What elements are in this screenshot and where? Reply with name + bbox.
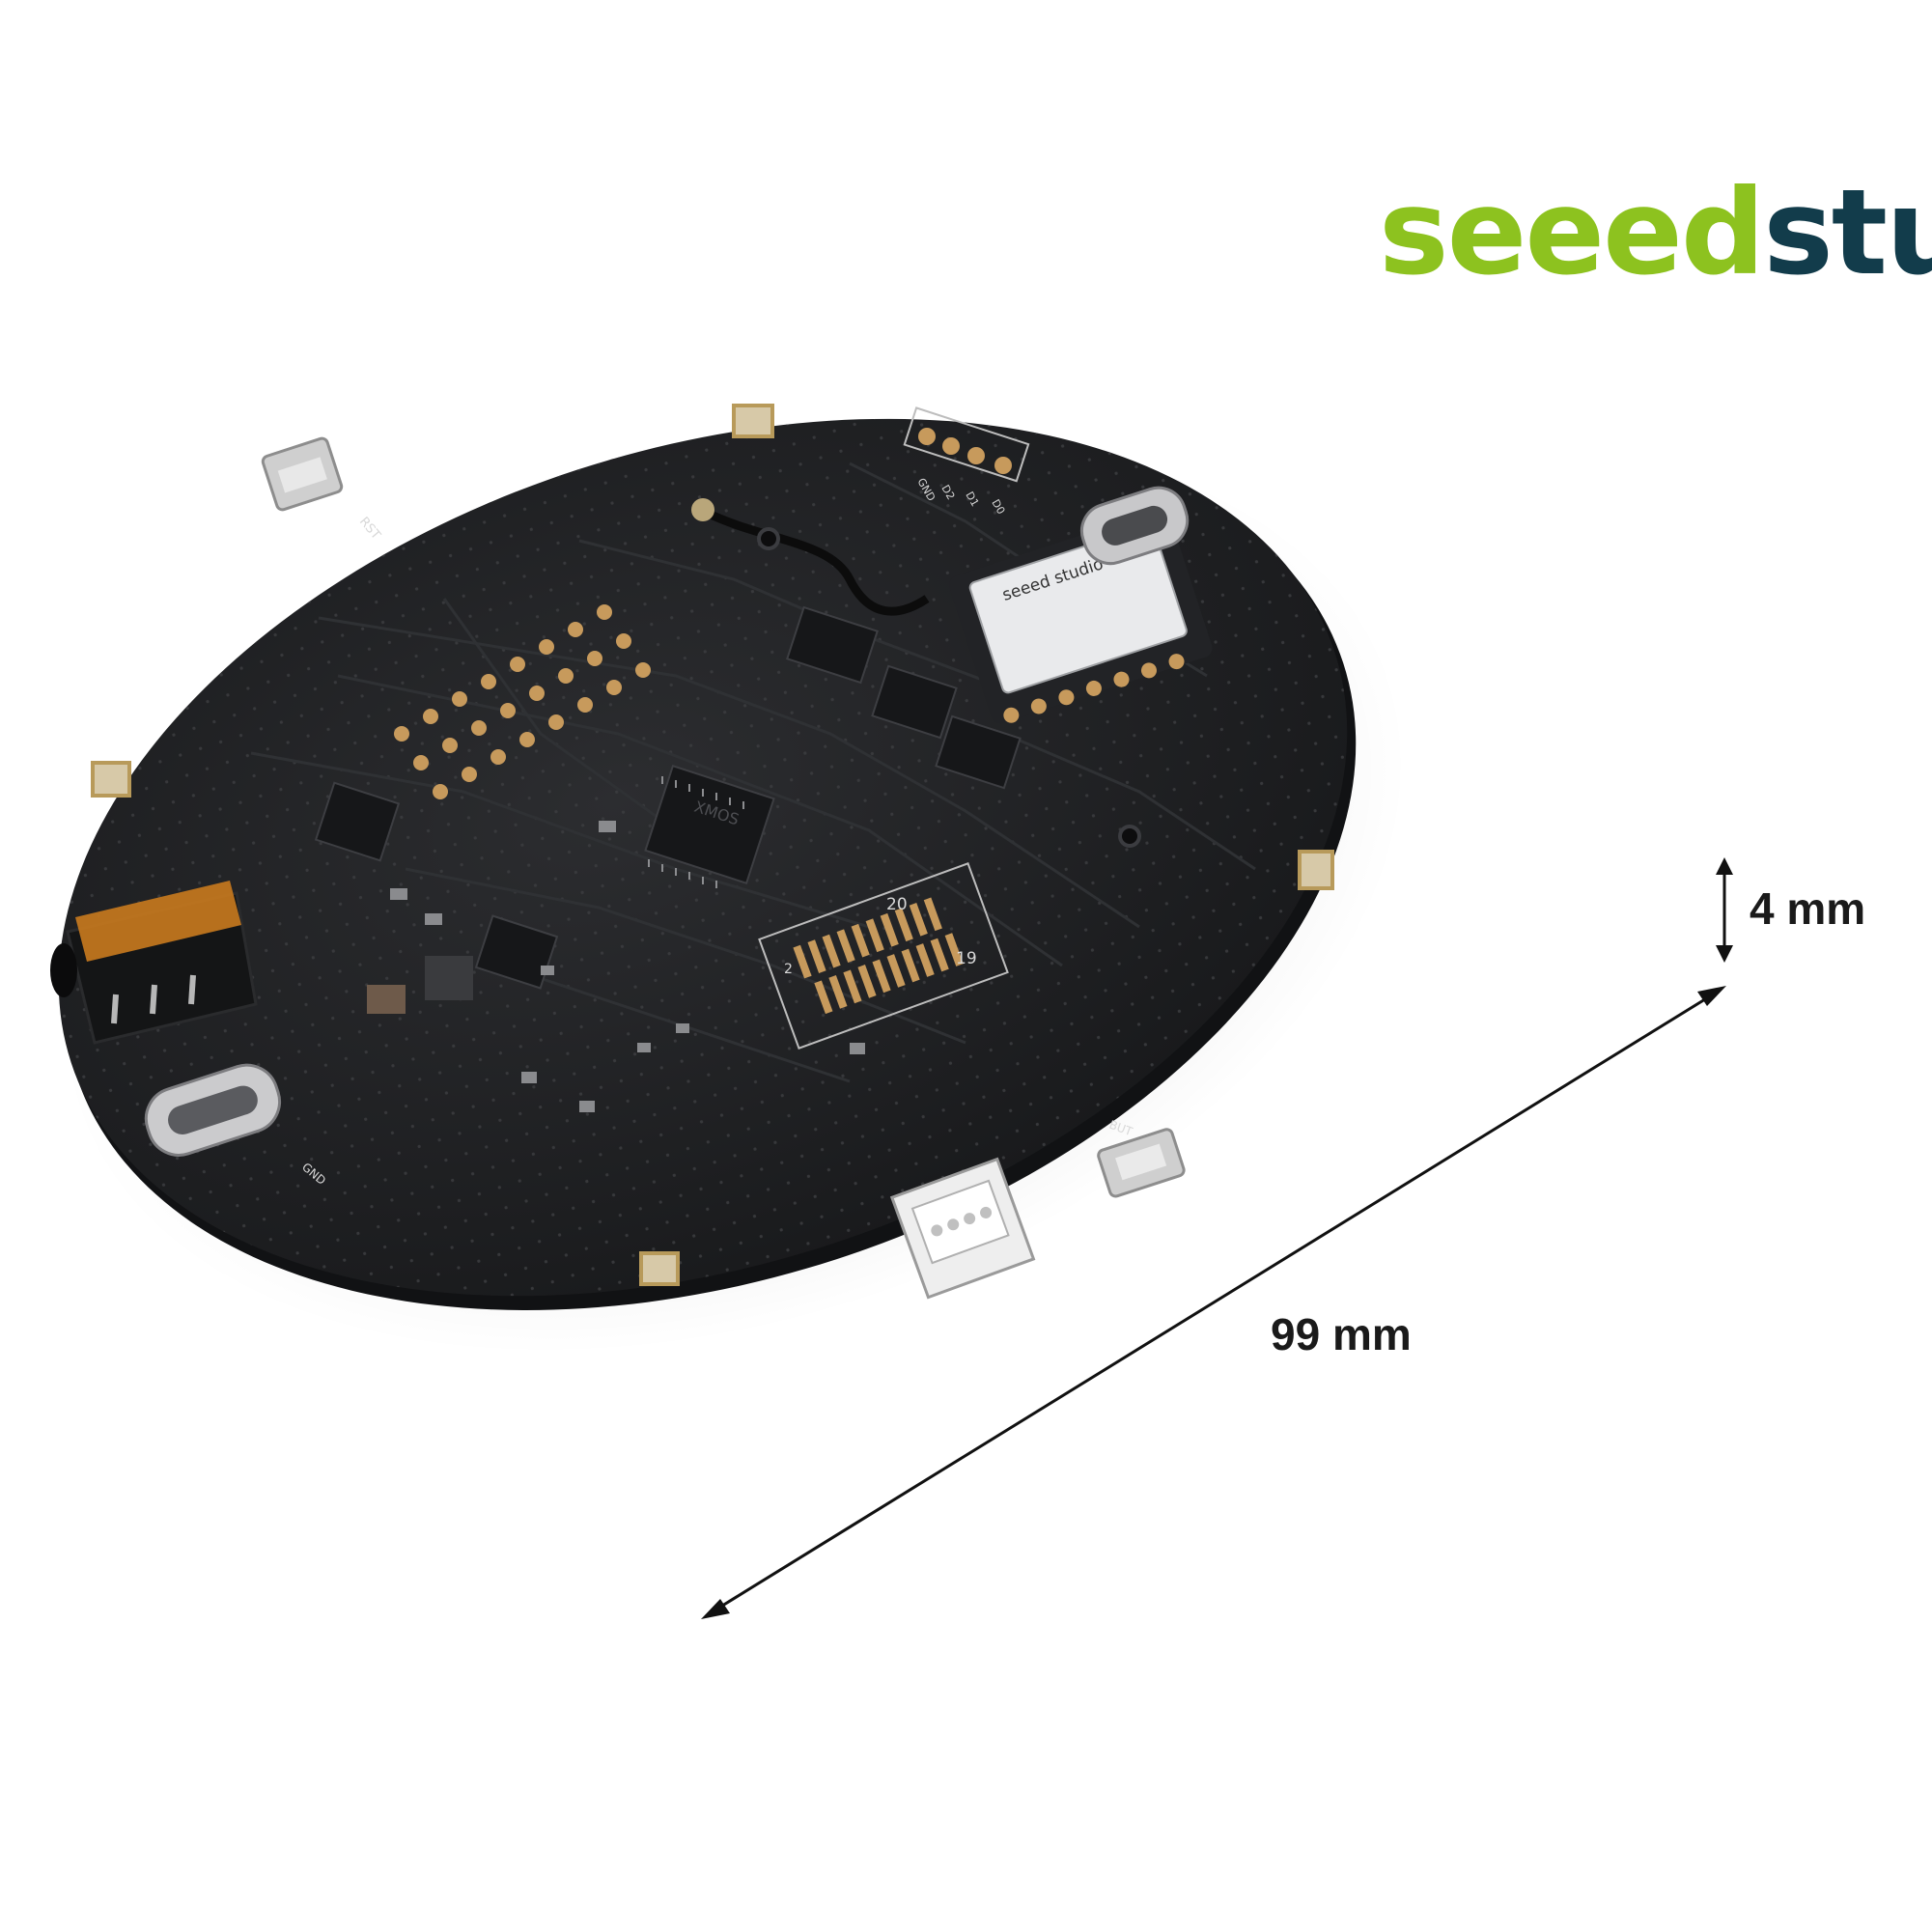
ic-u2 xyxy=(871,664,958,740)
fpc-pin-20-label: 20 xyxy=(886,895,908,914)
expansion-header-pads xyxy=(394,604,651,799)
fpc-pin-19-label: 19 xyxy=(956,949,977,968)
rst-label: RST xyxy=(356,515,383,543)
xmos-processor xyxy=(644,764,775,885)
grove-connector xyxy=(889,1157,1036,1300)
passive-components xyxy=(367,821,865,1112)
ic-u1 xyxy=(786,605,879,685)
top-pin-header xyxy=(903,406,1030,483)
mic-pad-right xyxy=(1298,850,1334,890)
audio-jack xyxy=(50,881,258,1045)
mic-pads xyxy=(91,404,1334,1286)
antenna-cable xyxy=(702,507,930,616)
but-switch xyxy=(1097,1128,1186,1198)
mounting-holes xyxy=(757,527,1141,848)
diameter-label: 99 mm xyxy=(1271,1309,1412,1359)
ic-codec xyxy=(314,781,401,862)
module-usbc-port xyxy=(1079,486,1190,566)
ic-pins xyxy=(648,776,744,888)
mic-pad-bottom xyxy=(639,1251,680,1286)
ic-chips xyxy=(314,605,1022,990)
logo-studio-text: stu xyxy=(1763,164,1932,301)
ic-amp xyxy=(474,914,559,990)
mic-pad-top xyxy=(732,404,774,438)
thickness-label: 4 mm xyxy=(1750,883,1866,934)
xiao-module: seeed studio xyxy=(949,509,1213,724)
logo-seeed-text: seeed xyxy=(1379,164,1765,301)
board-usbc-port xyxy=(144,1063,282,1157)
fpc-pin-2-label: 2 xyxy=(784,962,793,977)
rst-switch xyxy=(261,436,344,512)
seeed-studio-logo: seeedstu xyxy=(1379,164,1932,301)
antenna-connector xyxy=(691,498,714,521)
thickness-dimension-arrow xyxy=(1716,857,1733,963)
mic-pad-left xyxy=(91,761,131,798)
diameter-dimension-arrow xyxy=(701,986,1726,1619)
fpc-pad-array xyxy=(758,862,1009,1050)
ic-u3 xyxy=(935,714,1022,790)
